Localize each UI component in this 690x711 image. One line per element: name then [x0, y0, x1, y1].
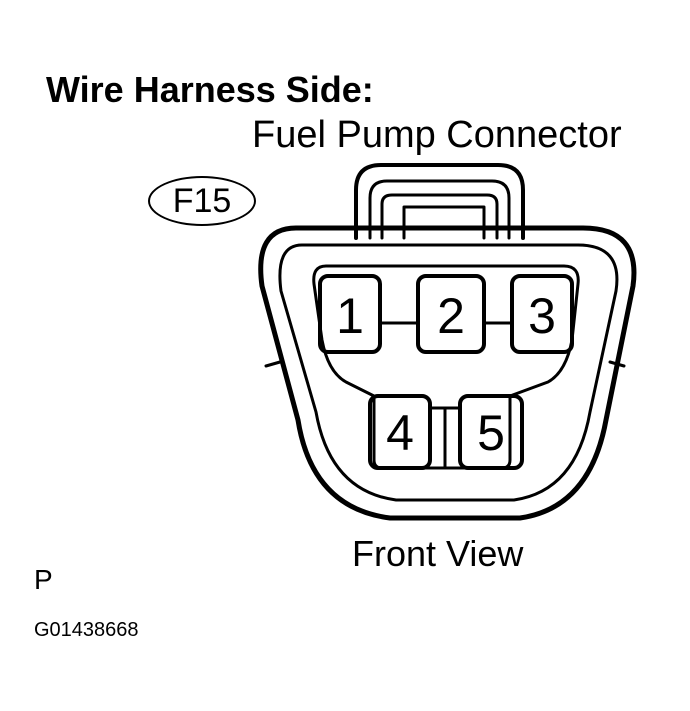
pin-label-5: 5: [477, 405, 505, 461]
pin-cavity-1: [318, 274, 382, 354]
connector-title: Fuel Pump Connector: [252, 114, 622, 156]
lock-tab-outer: [354, 163, 525, 240]
pin-label-1: 1: [336, 288, 364, 344]
lock-tab-inner: [368, 179, 511, 240]
figure-id: G01438668: [34, 619, 139, 641]
corner-mark: P: [34, 564, 53, 595]
diagram-heading: Wire Harness Side:: [46, 69, 374, 110]
pin-cavity-5: [458, 394, 524, 470]
lock-tab-latch: [380, 193, 499, 240]
view-label: Front View: [352, 533, 524, 574]
connector-code: F15: [172, 182, 232, 220]
connector-housing-inner: [278, 243, 619, 502]
pin-label-4: 4: [386, 405, 414, 461]
pin-cavity-3: [510, 274, 574, 354]
pin-label-2: 2: [437, 288, 465, 344]
pin-cavity-2: [416, 274, 486, 354]
pin-cavity-4: [368, 394, 432, 470]
pin-label-3: 3: [528, 288, 556, 344]
connector-housing-outer: [258, 225, 637, 521]
side-notch-right: [608, 360, 626, 368]
side-notch-left: [264, 360, 282, 368]
lock-tab-block: [402, 205, 486, 240]
connector-code-badge: F15: [148, 176, 256, 226]
